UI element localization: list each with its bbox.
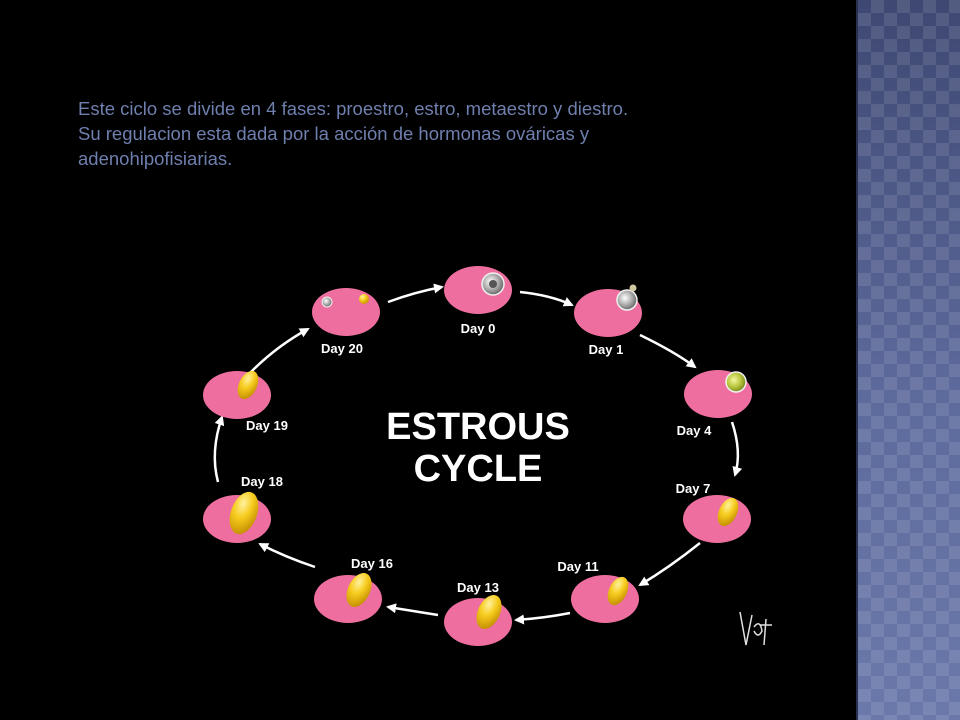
stage-day-7: Day 7 xyxy=(676,481,751,543)
stage-day-16: Day 16 xyxy=(314,556,393,623)
stage-day-0: Day 0 xyxy=(444,266,512,336)
arrow-day11-day13 xyxy=(514,611,571,625)
label-day-19: Day 19 xyxy=(246,418,288,433)
label-day-18: Day 18 xyxy=(241,474,283,489)
signature-mark xyxy=(739,611,772,646)
ovary-day-7 xyxy=(683,495,751,543)
arrow-day20-day0 xyxy=(387,283,444,304)
slide-text: Este ciclo se divide en 4 fases: proestr… xyxy=(78,96,818,171)
label-day-13: Day 13 xyxy=(457,580,499,595)
stage-day-18: Day 18 xyxy=(203,474,283,543)
corpus-luteum-icon xyxy=(607,576,629,606)
cycle-arrows xyxy=(213,283,743,625)
label-day-1: Day 1 xyxy=(589,342,624,357)
oocyte-icon xyxy=(629,284,637,292)
corpus-luteum-icon xyxy=(476,595,502,629)
stage-day-11: Day 11 xyxy=(557,559,639,623)
arrow-day18-day19 xyxy=(213,415,225,483)
corpus-luteum-icon xyxy=(717,497,739,527)
estrous-cycle-diagram: Day 0 Day 1 Day 4 Day 7 xyxy=(160,247,795,668)
arrow-day0-day1 xyxy=(519,290,574,307)
stage-day-20: Day 20 xyxy=(312,288,380,356)
slide-main: Este ciclo se divide en 4 fases: proestr… xyxy=(78,96,818,668)
decorative-sidebar xyxy=(856,0,960,720)
arrow-day19-day20 xyxy=(247,327,310,376)
diagram-svg: Day 0 Day 1 Day 4 Day 7 xyxy=(203,266,772,646)
diagram-title-line-1: ESTROUS xyxy=(386,406,570,448)
ovary-day-20 xyxy=(312,288,380,336)
ovary-day-11 xyxy=(571,575,639,623)
corpus-luteum-icon xyxy=(229,491,259,535)
arrow-day7-day11 xyxy=(638,542,701,587)
regressing-corpus-luteum-icon xyxy=(359,294,369,304)
small-follicle-icon xyxy=(321,296,333,308)
label-day-20: Day 20 xyxy=(321,341,363,356)
label-day-16: Day 16 xyxy=(351,556,393,571)
early-corpus-luteum-icon xyxy=(725,371,747,393)
stage-day-19: Day 19 xyxy=(203,370,288,433)
text-line-1: Este ciclo se divide en 4 fases: proestr… xyxy=(78,98,629,119)
arrow-day13-day16 xyxy=(386,603,439,617)
stage-day-13: Day 13 xyxy=(444,580,512,646)
arrow-day1-day4 xyxy=(639,333,697,369)
stage-day-4: Day 4 xyxy=(677,370,752,438)
label-day-4: Day 4 xyxy=(677,423,712,438)
ovulating-follicle-icon xyxy=(616,289,638,311)
ovary-day-19 xyxy=(203,371,271,419)
stage-day-1: Day 1 xyxy=(574,284,642,357)
arrow-day4-day7 xyxy=(730,421,743,477)
label-day-0: Day 0 xyxy=(461,321,496,336)
arrow-day16-day18 xyxy=(258,542,316,569)
corpus-luteum-icon xyxy=(346,573,372,607)
corpus-luteum-icon xyxy=(237,370,259,400)
diagram-title-line-2: CYCLE xyxy=(414,448,543,490)
text-line-3: adenohipofisiarias. xyxy=(78,148,233,169)
label-day-11: Day 11 xyxy=(557,559,598,574)
text-line-2: Su regulacion esta dada por la acción de… xyxy=(78,123,590,144)
label-day-7: Day 7 xyxy=(676,481,711,496)
